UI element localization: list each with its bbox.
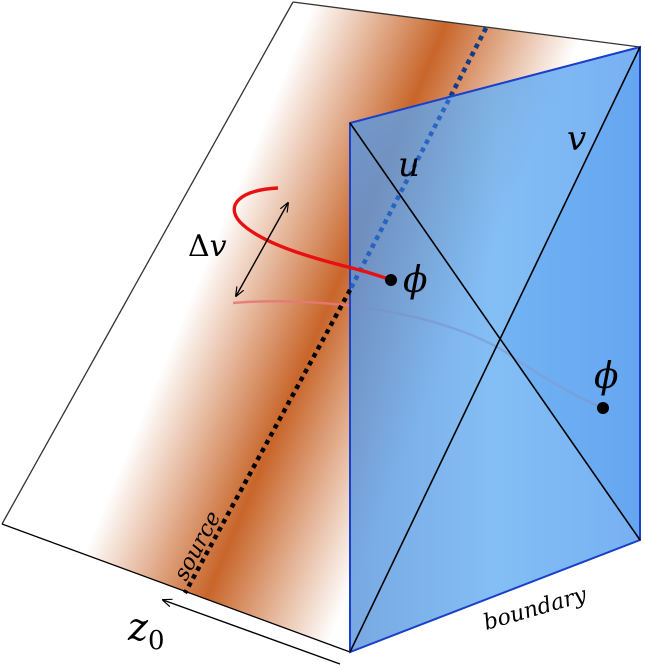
- u-light-ray: [349, 122, 641, 541]
- z-subscript: 0: [148, 626, 165, 656]
- z-variable: z: [127, 605, 149, 649]
- source-line-overlay: [348, 26, 488, 292]
- v-label: v: [567, 119, 586, 159]
- phi-point-lower: [597, 402, 609, 414]
- source-line: [183, 288, 352, 595]
- sheet-left-edge: [1, 1, 294, 525]
- u-label: u: [398, 145, 420, 185]
- delta-symbol: Δ: [188, 229, 210, 264]
- delta-v-variable: v: [210, 229, 227, 264]
- phi-point-upper: [385, 274, 397, 286]
- v-light-ray: [349, 46, 641, 653]
- delta-v-arrow: [236, 203, 288, 296]
- z0-label: z0: [127, 605, 165, 656]
- sheet-top-edge: [292, 1, 641, 48]
- z0-arrow: [163, 600, 341, 665]
- sheet-bottom-edge: [1, 523, 351, 653]
- delta-v-label: Δv: [188, 229, 227, 264]
- phi-label-upper: ϕ: [403, 260, 428, 301]
- phi-label-lower: ϕ: [594, 356, 619, 397]
